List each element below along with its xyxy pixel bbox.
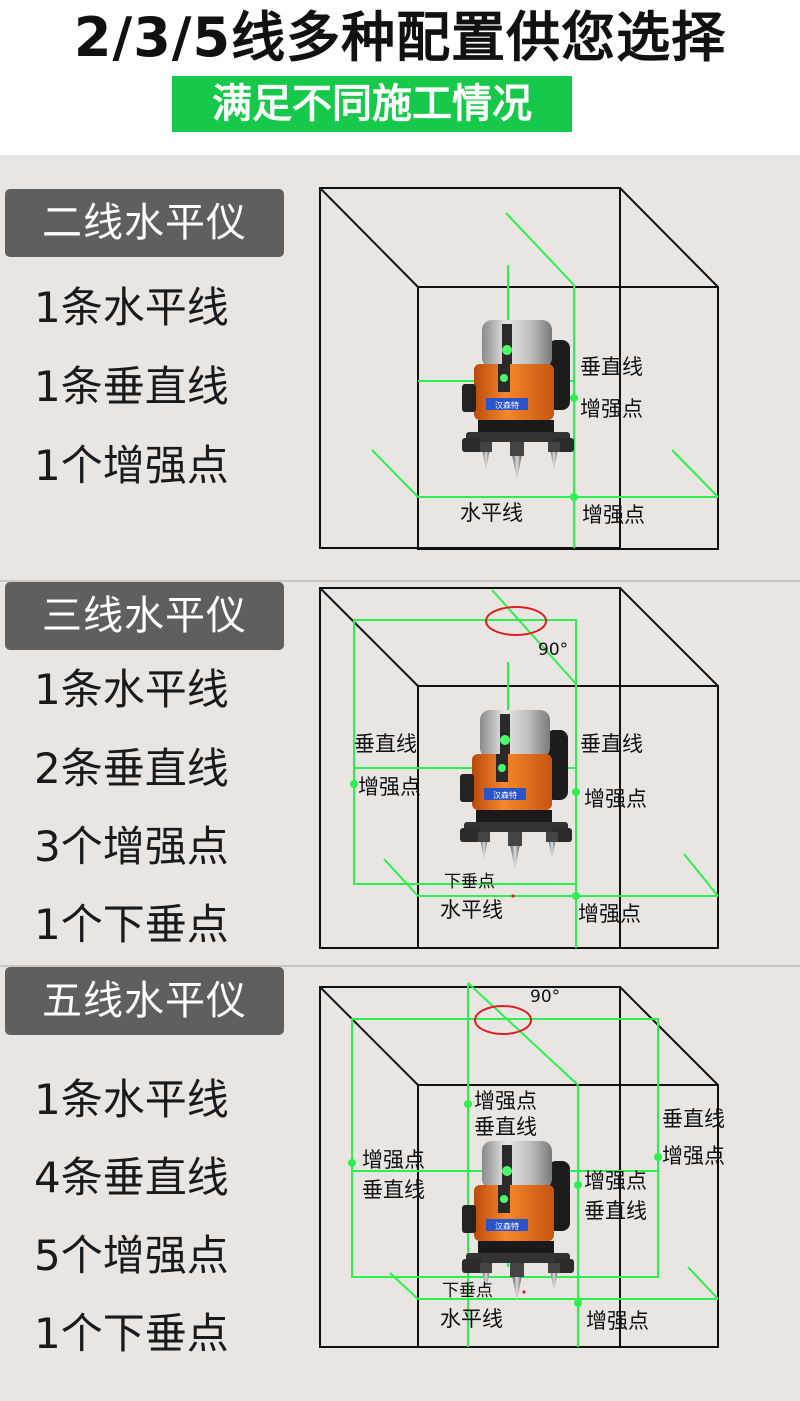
label-horizontal-line: 水平线 (460, 501, 523, 525)
label-vertical-line: 垂直线 (580, 732, 643, 756)
label-vertical-line: 垂直线 (662, 1107, 725, 1131)
label-vertical-line: 垂直线 (474, 1115, 537, 1139)
label-horizontal-line: 水平线 (440, 1307, 503, 1331)
label-enhance-point: 增强点 (362, 1148, 425, 1172)
feature-item: 1个增强点 (34, 441, 229, 490)
subtitle-banner: 满足不同施工情况 (172, 76, 572, 132)
section-divider (0, 965, 800, 967)
laser-diagram: 90° 垂直线 增强点 垂直线 增强点 下垂点 水平线 增强点 (312, 582, 800, 965)
page-title: 2/3/5线多种配置供您选择 (73, 6, 727, 69)
label-angle: 90° (538, 640, 569, 660)
label-angle: 90° (530, 987, 561, 1007)
feature-item: 1条水平线 (34, 283, 229, 332)
feature-item: 1条垂直线 (34, 362, 229, 411)
laser-diagram: 垂直线 增强点 水平线 增强点 (312, 185, 800, 565)
label-enhance-point: 增强点 (584, 787, 647, 811)
label-enhance-point: 增强点 (580, 397, 643, 421)
label-plumb-point: 下垂点 (442, 1281, 493, 1301)
section-five-line: 五线水平仪 1条水平线 4条垂直线 5个增强点 1个下垂点 (0, 967, 800, 1401)
label-vertical-line: 垂直线 (584, 1199, 647, 1223)
room-cube-graphic (319, 187, 719, 550)
label-enhance-point: 增强点 (358, 775, 421, 799)
label-horizontal-line: 水平线 (440, 898, 503, 922)
feature-item: 4条垂直线 (34, 1153, 229, 1202)
feature-item: 1个下垂点 (34, 900, 229, 949)
label-enhance-point: 增强点 (584, 1169, 647, 1193)
label-plumb-point: 下垂点 (444, 872, 495, 892)
feature-item: 1个下垂点 (34, 1309, 229, 1358)
section-badge: 二线水平仪 (5, 189, 284, 257)
section-badge: 三线水平仪 (5, 582, 284, 650)
feature-item: 1条水平线 (34, 1075, 229, 1124)
label-vertical-line: 垂直线 (354, 732, 417, 756)
section-three-line: 三线水平仪 1条水平线 2条垂直线 3个增强点 1个下垂点 (0, 582, 800, 965)
label-enhance-point: 增强点 (578, 902, 641, 926)
section-divider (0, 580, 800, 582)
room-cube-graphic (319, 587, 719, 949)
label-vertical-line: 垂直线 (362, 1178, 425, 1202)
room-cube-graphic (319, 982, 719, 1348)
label-enhance-point: 增强点 (582, 503, 645, 527)
feature-item: 2条垂直线 (34, 744, 229, 793)
section-two-line: 二线水平仪 1条水平线 1条垂直线 1个增强点 (0, 155, 800, 580)
section-badge: 五线水平仪 (5, 967, 284, 1035)
header-area: 2/3/5线多种配置供您选择 满足不同施工情况 (0, 0, 800, 155)
label-vertical-line: 垂直线 (580, 355, 643, 379)
feature-item: 5个增强点 (34, 1231, 229, 1280)
feature-item: 3个增强点 (34, 822, 229, 871)
laser-diagram: 90° 增强点 垂直线 垂直线 增强点 增强点 垂直线 增强点 垂直线 下垂点 … (312, 967, 800, 1387)
label-enhance-point: 增强点 (586, 1309, 649, 1333)
label-enhance-point: 增强点 (474, 1089, 537, 1113)
label-enhance-point: 增强点 (662, 1144, 725, 1168)
feature-item: 1条水平线 (34, 665, 229, 714)
